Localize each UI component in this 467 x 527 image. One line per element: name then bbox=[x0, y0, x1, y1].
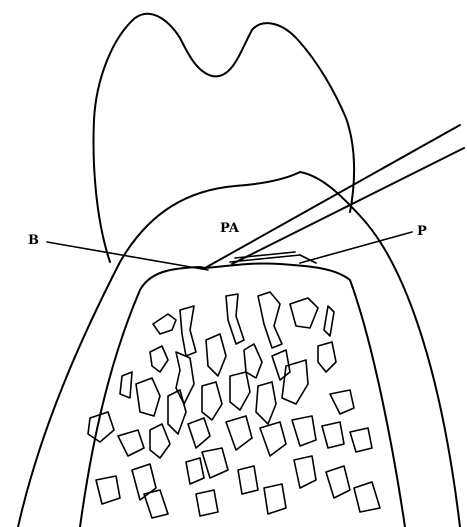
bone-cavity bbox=[290, 298, 318, 328]
bone-cavity bbox=[260, 422, 286, 456]
bone-cavity bbox=[326, 466, 350, 498]
bone-cavity bbox=[256, 382, 276, 424]
probe-line-inner bbox=[232, 148, 464, 264]
bone-cavity bbox=[196, 490, 218, 516]
bone-cavity bbox=[206, 334, 226, 376]
bone-cavity bbox=[150, 346, 168, 372]
bone-cavity bbox=[136, 378, 160, 416]
bone-cavity bbox=[180, 306, 196, 356]
bone-cavity bbox=[120, 372, 132, 398]
p-leader-line bbox=[300, 232, 412, 263]
bone-cavity bbox=[188, 418, 210, 448]
bone-cavity bbox=[150, 424, 170, 458]
bone-cavity bbox=[202, 382, 222, 420]
label-b: B bbox=[28, 233, 39, 248]
label-pa: PA bbox=[220, 221, 240, 236]
probe-line-outer bbox=[205, 125, 460, 268]
bone-cavity bbox=[226, 294, 244, 344]
bone-cavity bbox=[176, 352, 194, 404]
bone-cavity bbox=[168, 390, 186, 434]
bone-cavity bbox=[153, 314, 176, 334]
bone-cavity bbox=[258, 292, 282, 348]
bone-cavity bbox=[202, 448, 228, 478]
bone-cavity bbox=[350, 428, 372, 452]
bone-cavity bbox=[226, 416, 252, 450]
bone-cavity bbox=[238, 466, 258, 494]
bone-cavity bbox=[264, 484, 286, 514]
bone-cavity bbox=[324, 306, 334, 336]
bone-cavity bbox=[318, 342, 336, 372]
b-leader-line bbox=[47, 242, 208, 270]
bone-cavity bbox=[282, 360, 308, 404]
bone-cavity bbox=[330, 390, 354, 414]
bone-cavity bbox=[354, 482, 380, 512]
bone-cavity bbox=[96, 476, 120, 504]
bone-cavity bbox=[292, 416, 316, 446]
bone-cavity bbox=[186, 458, 204, 484]
label-p: P bbox=[417, 224, 427, 239]
bone-cavity bbox=[322, 422, 344, 448]
probe-tip-line-a bbox=[230, 255, 300, 262]
bone-cavity bbox=[294, 456, 316, 488]
trabecular-bone-cavities bbox=[88, 292, 380, 518]
bone-cavity bbox=[118, 430, 144, 456]
bone-cavity bbox=[88, 412, 114, 442]
bone-cavity bbox=[230, 372, 250, 410]
